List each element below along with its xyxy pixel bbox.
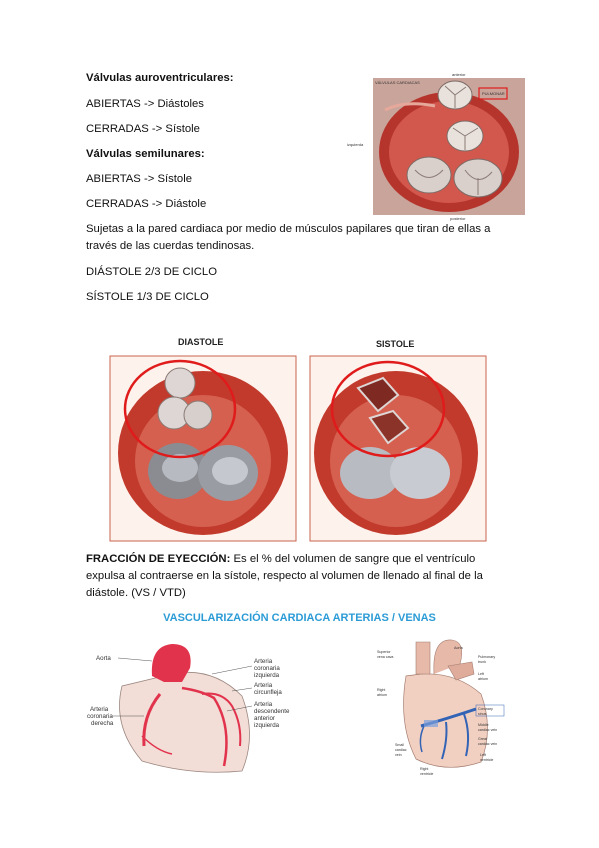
diastole-panel xyxy=(109,355,297,542)
label-svc-1: Superior xyxy=(377,650,391,654)
label-pulmonary-2: trunk xyxy=(478,660,486,664)
aorta-shape xyxy=(151,644,191,682)
tricuspid-leaflets xyxy=(464,169,493,195)
mitral-leaflets xyxy=(414,169,444,178)
aortic-valve-cusps xyxy=(452,127,479,150)
label-lad-3: anterior xyxy=(254,715,275,722)
ejection-fraction-term: FRACCIÓN DE EYECCIÓN: xyxy=(86,553,231,565)
cardiac-veins-figure: Superior vena cava Aorta Pulmonary trunk… xyxy=(376,634,506,776)
systole-highlight-circle xyxy=(330,360,446,458)
cardiac-cycle-figure: DIASTOLE SISTOLE xyxy=(108,333,493,543)
label-left-ventricle-2: ventricle xyxy=(480,758,493,762)
label-circumflex-1: Arteria xyxy=(254,682,273,689)
middle-cardiac-vein xyxy=(441,721,448,760)
label-left-coronary-1: Arteria xyxy=(254,658,273,665)
label-anterior: anterior xyxy=(452,72,466,77)
sl-closed-text: CERRADAS -> Diástole xyxy=(86,198,207,210)
label-middle-vein-1: Middle xyxy=(478,723,489,727)
pulmonary-label-box xyxy=(478,87,508,100)
label-great-vein-2: cardiac vein xyxy=(478,742,497,746)
pulmonary-trunk-shape xyxy=(447,661,475,681)
label-right-coronary-2: coronaria xyxy=(87,713,113,720)
sl-open-text: ABIERTAS -> Sístole xyxy=(86,173,193,185)
label-pulmonar: PULMONAR xyxy=(482,91,505,96)
diastole-fraction-text: DIÁSTOLE 2/3 DE CICLO xyxy=(86,266,218,278)
label-small-vein-3: vein xyxy=(395,753,402,757)
label-small-vein-1: Small xyxy=(395,743,404,747)
circumflex-artery xyxy=(201,692,242,747)
diastole-label: DIASTOLE xyxy=(178,337,223,347)
label-left-coronary-2: coronaria xyxy=(254,665,280,672)
small-cardiac-vein xyxy=(419,725,425,753)
label-great-vein-1: Great xyxy=(478,737,487,741)
systole-panel xyxy=(309,355,487,542)
label-svc-2: vena cava xyxy=(377,655,393,659)
coronary-vessel xyxy=(384,102,436,112)
vascularization-title: VASCULARIZACIÓN CARDIACA ARTERIAS / VENA… xyxy=(163,612,436,624)
ejection-fraction-paragraph: FRACCIÓN DE EYECCIÓN: Es el % del volume… xyxy=(86,551,516,602)
label-circumflex-2: circunfleja xyxy=(254,689,282,696)
label-izquierda: izquierda xyxy=(347,142,364,147)
label-lad-2: descendente xyxy=(254,708,290,715)
ejection-fraction-definition: Es el % del volumen de sangre que el ven… xyxy=(86,553,483,599)
label-aorta-vein-fig: Aorta xyxy=(454,646,463,650)
vena-cava-shape xyxy=(415,641,431,675)
label-lad-1: Arteria xyxy=(254,701,273,708)
label-posterior: posterior xyxy=(450,216,466,221)
sl-valves-heading: Válvulas semilunares: xyxy=(86,148,205,160)
label-right-coronary-3: derecha xyxy=(91,720,114,727)
leader-lad xyxy=(226,705,253,712)
great-cardiac-vein xyxy=(463,713,470,757)
lad-artery xyxy=(181,686,228,767)
label-aorta: Aorta xyxy=(96,655,111,662)
leader-aorta xyxy=(117,657,153,662)
label-lad-4: izquierda xyxy=(254,722,280,729)
label-right-atrium-2: atrium xyxy=(377,693,387,697)
label-right-atrium-1: Right xyxy=(377,688,385,692)
label-right-ventricle-1: Right xyxy=(420,767,428,771)
marginal-branch xyxy=(141,735,173,755)
label-left-atrium-2: atrium xyxy=(478,677,488,681)
label-left-ventricle-1: Left xyxy=(480,753,486,757)
systole-label: SISTOLE xyxy=(376,339,414,349)
coronary-sinus-label-box xyxy=(475,704,505,717)
label-valvulas-cardiacas: VÁLVULAS CARDIACAS xyxy=(375,80,420,85)
coronary-arteries-figure: Aorta Arteria coronaria izquierda Arteri… xyxy=(82,636,302,776)
systole-fraction-text: SÍSTOLE 1/3 DE CICLO xyxy=(86,291,209,303)
right-coronary-artery xyxy=(142,693,162,747)
label-right-coronary-1: Arteria xyxy=(90,706,109,713)
label-coronary-sinus-2: sinus xyxy=(478,712,487,716)
leader-left-coronary xyxy=(211,665,253,675)
label-pulmonary-1: Pulmonary xyxy=(478,655,495,659)
av-open-text: ABIERTAS -> Diástoles xyxy=(86,98,204,110)
pulmonary-valve-cusps xyxy=(444,85,467,108)
label-coronary-sinus-1: Coronary xyxy=(478,707,493,711)
av-valves-heading: Válvulas auroventriculares: xyxy=(86,72,234,84)
diastole-highlight-circle xyxy=(123,359,237,459)
sinus-highlight xyxy=(424,720,438,727)
valve-support-paragraph: Sujetas a la pared cardiaca por medio de… xyxy=(86,223,491,252)
label-left-coronary-3: izquierda xyxy=(254,672,280,679)
leader-circumflex xyxy=(231,687,253,692)
label-right-ventricle-2: ventricle xyxy=(420,772,433,776)
heart-outline xyxy=(119,671,250,773)
heart-valves-figure: anterior izquierda posterior VÁLVULAS CA… xyxy=(345,70,530,222)
label-left-atrium-1: Left xyxy=(478,672,484,676)
mitral-valve xyxy=(406,156,452,194)
av-closed-text: CERRADAS -> Sístole xyxy=(86,123,200,135)
heart-body xyxy=(403,673,488,768)
label-small-vein-2: cardiac xyxy=(395,748,407,752)
label-middle-vein-2: cardiac vein xyxy=(478,728,497,732)
